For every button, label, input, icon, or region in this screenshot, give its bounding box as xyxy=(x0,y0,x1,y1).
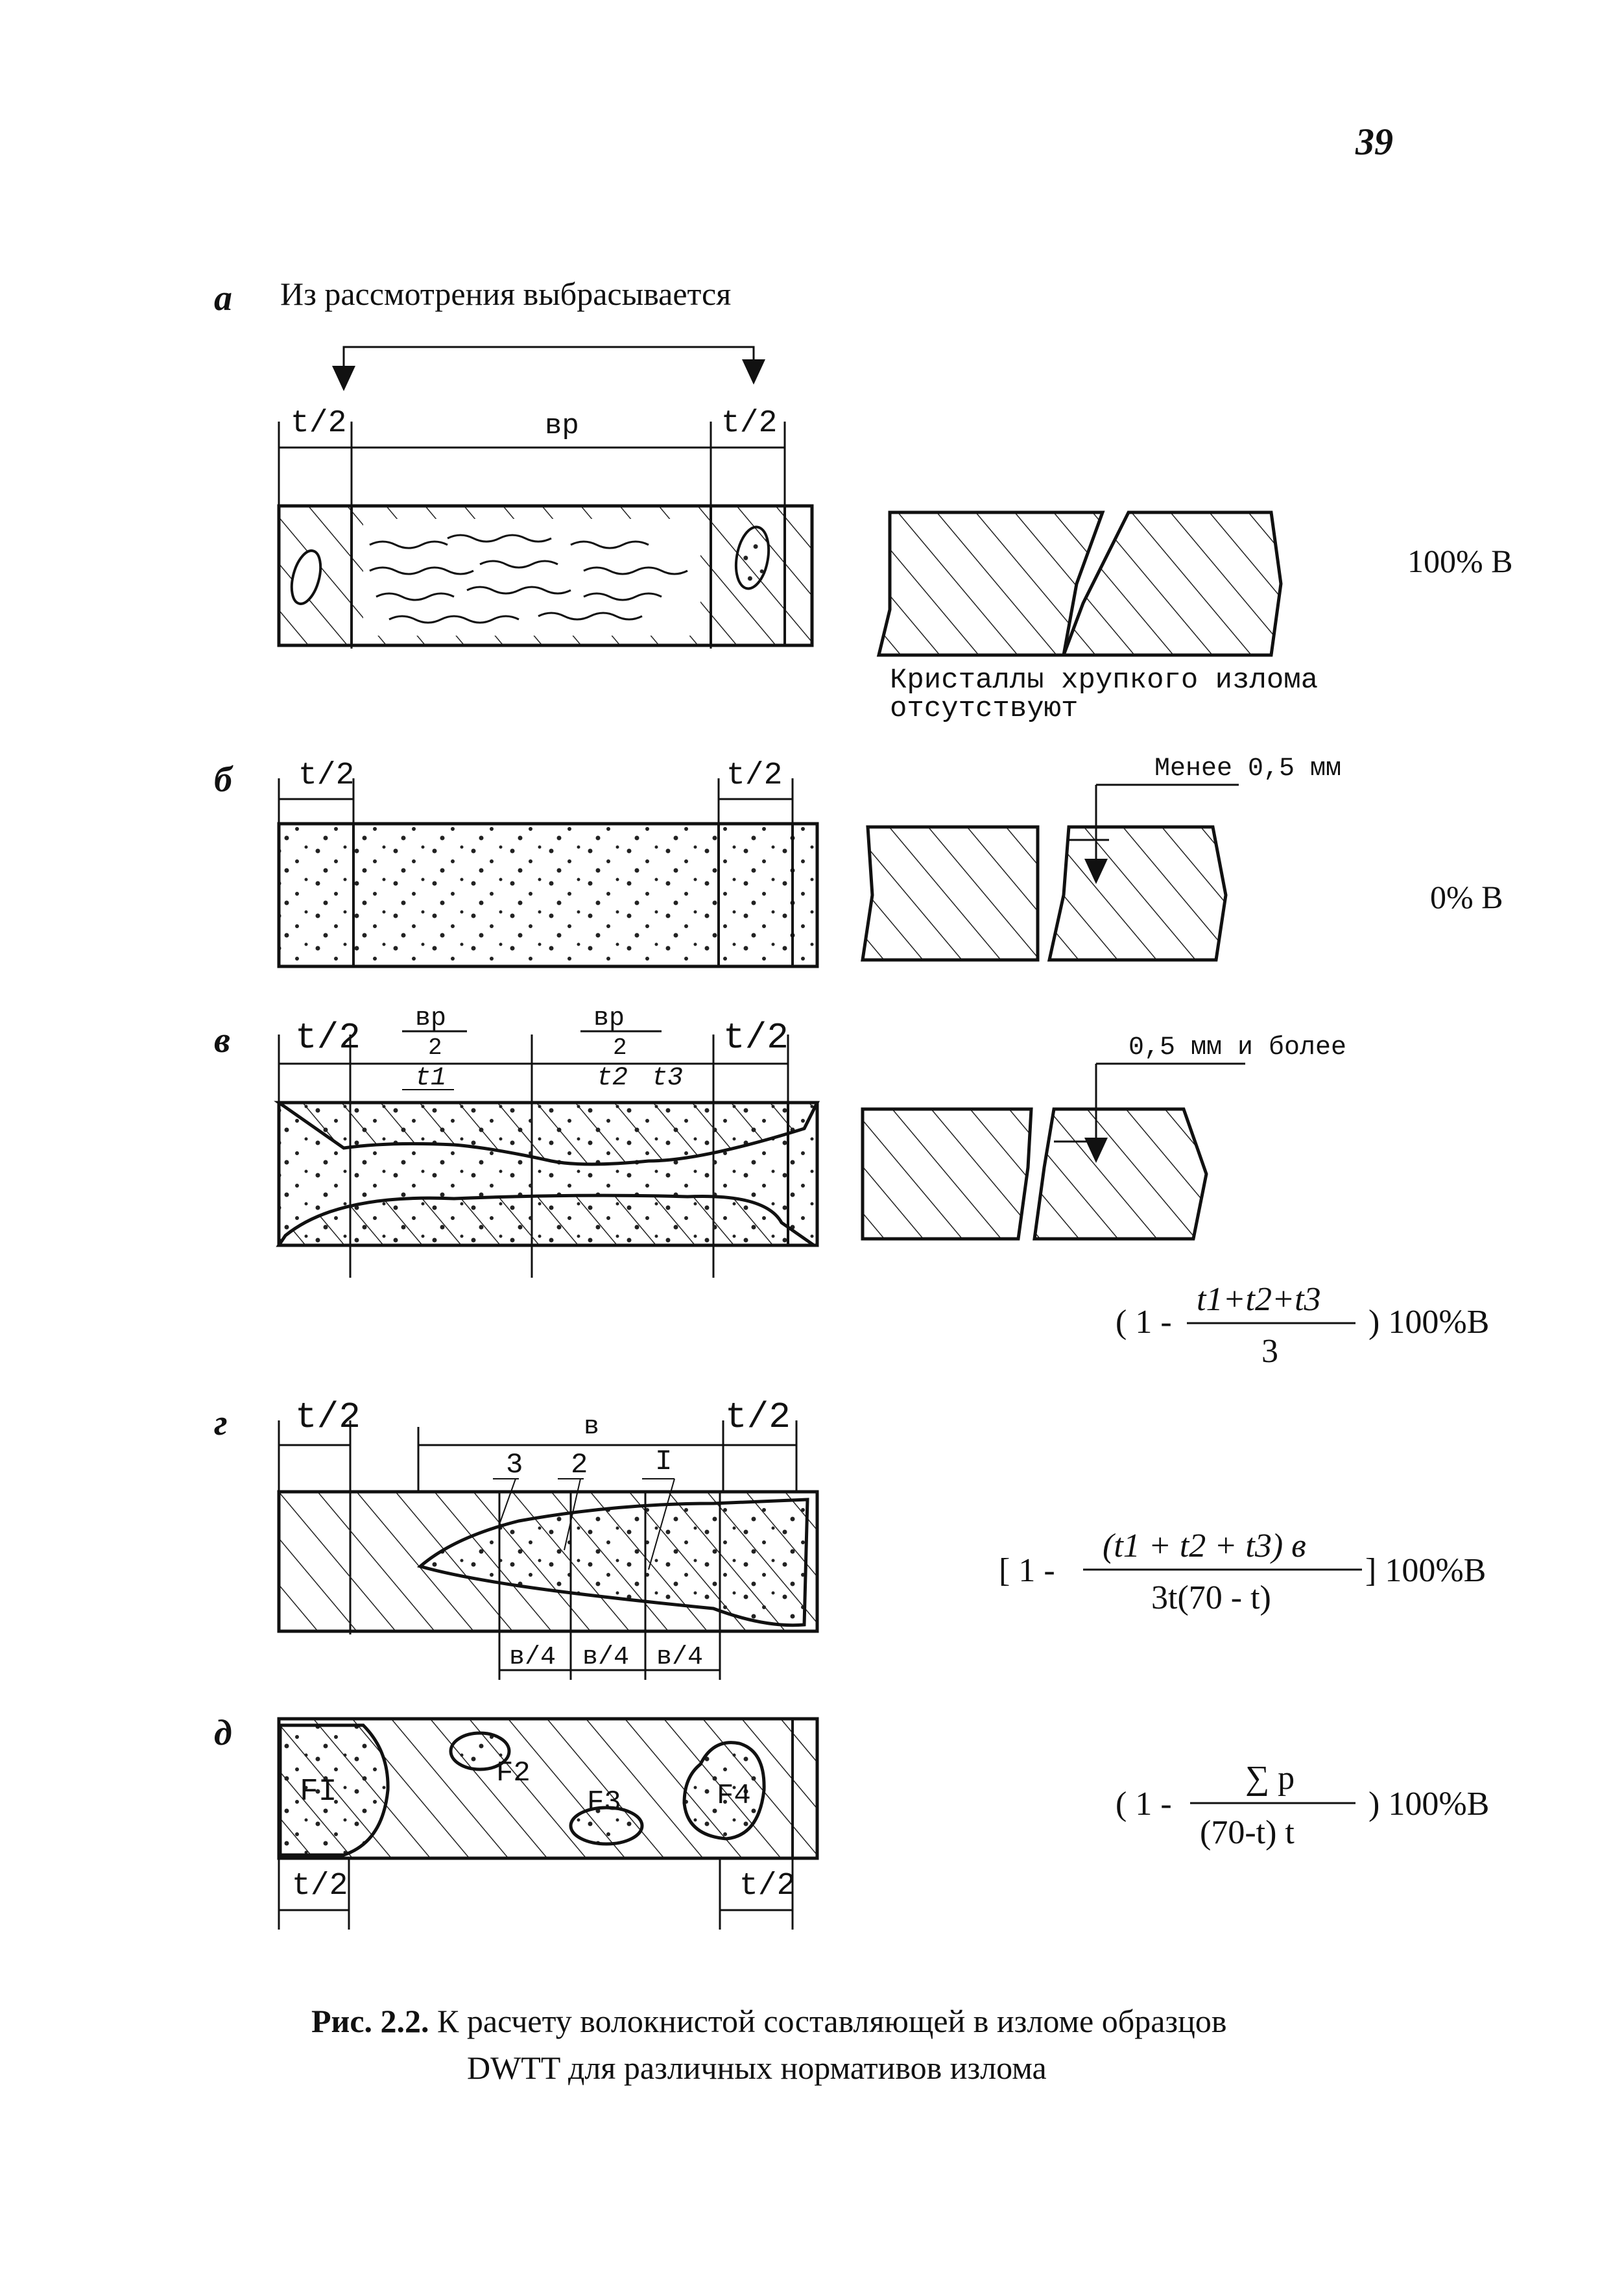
figure-caption: Рис. 2.2. К расчету волокнистой составля… xyxy=(311,1998,1492,2091)
fibrous-marks xyxy=(369,534,688,624)
formula-g: [ 1 - (t1 + t2 + t3) в 3t(70 - t) ] 100%… xyxy=(999,1527,1486,1616)
fracture-profile-a-left xyxy=(876,510,1105,657)
formula-d: ( 1 - ∑ p (70-t) t ) 100%В xyxy=(1116,1760,1489,1851)
dim-half-left-d: t/2 xyxy=(292,1869,348,1904)
label-t2: t2 xyxy=(597,1064,628,1093)
spot-f1 xyxy=(278,1723,390,1857)
spot-f4 xyxy=(682,1741,766,1841)
dim-half-right-d: t/2 xyxy=(739,1869,795,1904)
fracture-profile-a-right xyxy=(1061,510,1283,657)
caption-line2: DWTT для различных нормативов излома xyxy=(467,2050,1047,2086)
dim-half-right-b: t/2 xyxy=(726,758,782,793)
zone-label-1: I xyxy=(655,1446,672,1478)
panel-b: б t/2 t/2 Менее 0,5 мм 0% В xyxy=(214,754,1503,968)
note-a-line1: Кристаллы хрупкого излома xyxy=(890,664,1318,697)
specimen-b xyxy=(277,822,819,968)
formula-v-den: 3 xyxy=(1261,1333,1278,1370)
quarter-label-3: в/4 xyxy=(656,1643,703,1672)
zone-label-3: 3 xyxy=(506,1449,523,1481)
dim-half-right-a: t/2 xyxy=(721,406,777,441)
blob-right-a xyxy=(734,525,770,590)
dim-half-right-v: t/2 xyxy=(723,1017,789,1059)
spot-label-f2: F2 xyxy=(496,1757,531,1789)
dim-half-right-g: t/2 xyxy=(725,1396,791,1438)
fracture-profile-v-right xyxy=(1033,1107,1208,1241)
label-t1: t1 xyxy=(415,1064,446,1093)
dim-half-left-a: t/2 xyxy=(291,406,346,441)
formula-v: ( 1 - t1+t2+t3 3 ) 100%В xyxy=(1116,1281,1489,1370)
dim-mid-g: в xyxy=(584,1413,599,1442)
dim-half-left-b: t/2 xyxy=(298,758,354,793)
brittle-wedge xyxy=(416,1498,809,1627)
formula-g-open: [ 1 - xyxy=(999,1552,1055,1589)
panel-a: а Из рассмотрения выбрасывается t/2 вр t… xyxy=(214,276,1513,725)
formula-g-close: ] 100%В xyxy=(1365,1552,1486,1589)
panel-letter-d: д xyxy=(214,1713,232,1753)
panel-letter-g: г xyxy=(214,1403,228,1443)
panel-v: в t/2 вр 2 вр 2 t/2 t1 t2 t3 0,5 мм и бо… xyxy=(214,1004,1489,1370)
fracture-profile-b-left xyxy=(861,825,1040,962)
panel-letter-b: б xyxy=(214,760,233,800)
fracture-profile-v-left xyxy=(861,1107,1033,1241)
dim-mid-a: вр xyxy=(545,410,579,442)
panel-letter-a: а xyxy=(214,278,232,318)
note-a-line2: отсутствуют xyxy=(890,693,1078,725)
dim-vr-den-left: 2 xyxy=(428,1035,442,1061)
formula-v-open: ( 1 - xyxy=(1116,1304,1172,1341)
caption-line1: К расчету волокнистой составляющей в изл… xyxy=(437,2003,1227,2039)
panel-letter-v: в xyxy=(214,1020,230,1060)
spot-f2 xyxy=(449,1731,511,1771)
blob-left-a xyxy=(290,549,322,605)
quarter-label-1: в/4 xyxy=(509,1643,556,1672)
dim-vr-num-right: вр xyxy=(593,1004,625,1033)
spot-label-f1: FI xyxy=(300,1775,337,1810)
note-v: 0,5 мм и более xyxy=(1128,1033,1346,1062)
formula-v-close: ) 100%В xyxy=(1368,1304,1489,1341)
formula-v-num: t1+t2+t3 xyxy=(1197,1281,1321,1318)
panel-g: г t/2 в t/2 3 2 I в/4 в/4 в/4 [ 1 - ( xyxy=(214,1396,1486,1680)
formula-g-num: (t1 + t2 + t3) в xyxy=(1103,1527,1306,1564)
formula-d-den: (70-t) t xyxy=(1200,1814,1295,1851)
result-a: 100% В xyxy=(1407,543,1513,579)
page-number: 39 xyxy=(1355,121,1393,163)
dim-vr-den-right: 2 xyxy=(613,1035,627,1061)
zone-label-2: 2 xyxy=(571,1449,588,1481)
formula-d-close: ) 100%В xyxy=(1368,1786,1489,1823)
spot-label-f4: F4 xyxy=(717,1780,751,1812)
fracture-profile-b-right xyxy=(1047,825,1228,962)
note-b: Менее 0,5 мм xyxy=(1154,754,1341,784)
quarter-label-2: в/4 xyxy=(582,1643,629,1672)
spot-label-f3: F3 xyxy=(587,1786,621,1819)
dim-vr-num-left: вр xyxy=(415,1004,446,1033)
spot-f3 xyxy=(569,1806,644,1846)
result-b: 0% В xyxy=(1430,879,1503,915)
discard-bracket xyxy=(342,346,765,385)
panel-a-header: Из рассмотрения выбрасывается xyxy=(280,276,731,312)
formula-g-den: 3t(70 - t) xyxy=(1151,1579,1271,1616)
formula-d-open: ( 1 - xyxy=(1116,1786,1172,1823)
caption-lead: Рис. 2.2. xyxy=(311,2003,429,2039)
panel-d: д FI F2 F3 F4 t/2 t/2 ( 1 - ∑ p (70-t) t… xyxy=(214,1713,1489,1930)
label-t3: t3 xyxy=(652,1064,683,1093)
formula-d-num: ∑ p xyxy=(1245,1760,1295,1797)
